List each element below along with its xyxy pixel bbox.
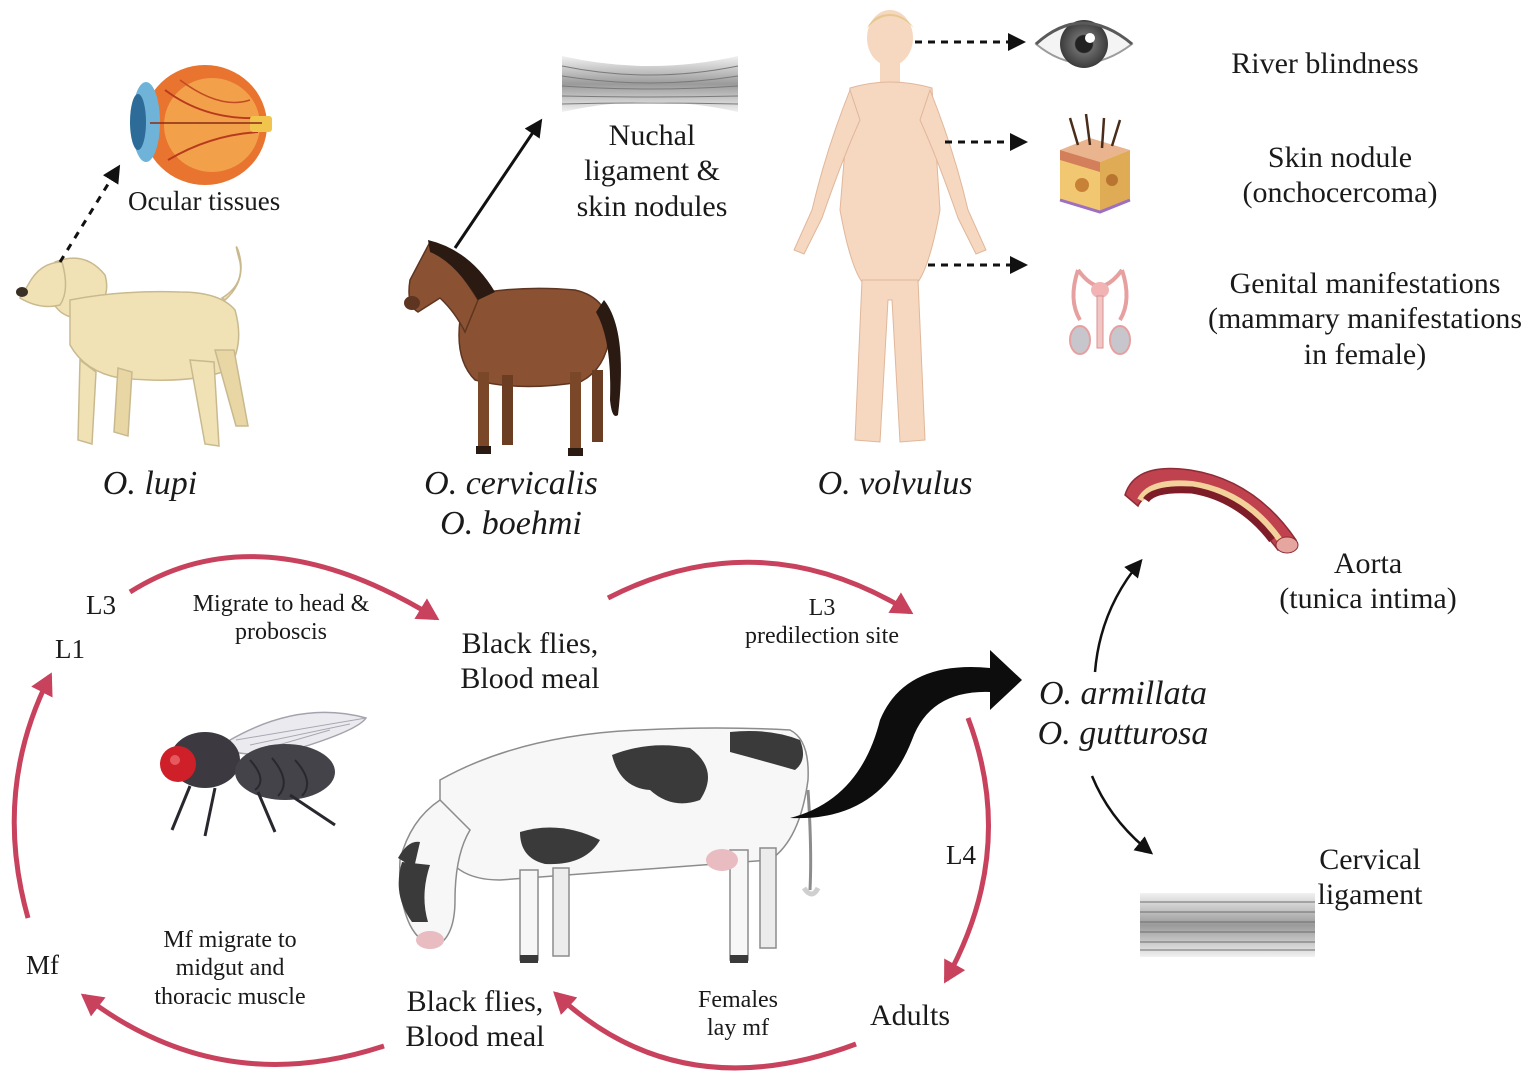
cervical-line-2: ligament (1317, 878, 1423, 912)
o-volvulus-species-label: O. volvulus (817, 465, 973, 502)
eyeball-anatomy-icon (130, 65, 272, 185)
genital-line-2: (mammary manifestations (1207, 302, 1523, 336)
horse-to-ligament-arrow (453, 118, 543, 249)
skin-cross-section-icon (1059, 113, 1131, 214)
black-flies-top-line-2: Blood meal (460, 662, 600, 696)
cervical-line-1: Cervical (1319, 843, 1421, 876)
dog-to-eye-dashed-arrow (58, 164, 121, 263)
mf-migrate-line-3: thoracic muscle (154, 983, 306, 1010)
skin-nodule-line-2: (onchocercoma) (1242, 176, 1438, 210)
cattle-species-label: O. armillata O. gutturosa (1018, 674, 1228, 754)
stage-l1-label: L1 (55, 634, 85, 664)
o-lupi-species-label: O. lupi (102, 465, 198, 502)
predilection-line-2: predilection site (745, 623, 899, 650)
o-cervicalis-species: O. cervicalis (424, 465, 598, 502)
migrate-head-line-1: Migrate to head & (192, 591, 370, 617)
horse-species-label: O. cervicalis O. boehmi (400, 464, 622, 544)
cervical-ligament-label: Cervical ligament (1300, 842, 1440, 913)
nuchal-ligament-icon (561, 56, 739, 112)
migrate-head-line-2: proboscis (235, 619, 327, 646)
cycle-arrow-l4-to-adults (943, 717, 991, 984)
skin-nodule-line-1: Skin nodule (1267, 141, 1413, 174)
o-boehmi-species: O. boehmi (440, 505, 582, 543)
life-cycle-arrows (11, 554, 991, 1071)
o-gutturosa-species: O. gutturosa (1037, 715, 1209, 753)
genital-manifestations-label: Genital manifestations (mammary manifest… (1200, 266, 1530, 372)
females-lay-line-2: lay mf (707, 1015, 769, 1042)
nuchal-line-3: skin nodules (576, 189, 728, 223)
migrate-to-head-label: Migrate to head & proboscis (176, 590, 386, 647)
human-eye-icon (1034, 20, 1134, 68)
dog-illustration (16, 246, 249, 447)
male-reproductive-icon (1069, 268, 1131, 355)
black-flies-top-line-1: Black flies, (461, 627, 599, 660)
l3-predilection-site-label: L3 predilection site (730, 594, 914, 651)
aorta-vessel-icon (1124, 467, 1299, 554)
o-armillata-species: O. armillata (1038, 675, 1208, 712)
human-body-illustration (793, 10, 987, 443)
stage-l3-top-label: L3 (86, 590, 116, 620)
aorta-line-1: Aorta (1333, 547, 1403, 580)
stage-mf-label: Mf (26, 950, 59, 980)
black-flies-bottom-line-1: Black flies, (406, 985, 544, 1018)
genital-line-1: Genital manifestations (1229, 267, 1501, 300)
mf-migrate-label: Mf migrate to midgut and thoracic muscle (140, 926, 320, 1011)
cow-to-species-arrow (790, 650, 1022, 819)
stage-l4-label: L4 (946, 840, 976, 870)
black-flies-blood-meal-top-label: Black flies, Blood meal (440, 626, 620, 697)
aorta-line-2: (tunica intima) (1279, 582, 1457, 616)
horse-illustration (404, 240, 621, 456)
cycle-arrow-black-flies-to-predilection (606, 559, 914, 615)
black-flies-bottom-line-2: Blood meal (405, 1020, 545, 1054)
species-to-aorta-arrow (1093, 558, 1143, 673)
nuchal-ligament-label: Nuchal ligament & skin nodules (572, 118, 732, 224)
nuchal-line-1: Nuchal (608, 119, 696, 152)
cow-illustration (398, 727, 821, 963)
females-lay-mf-label: Females lay mf (676, 986, 800, 1043)
nuchal-line-2: ligament & (584, 154, 720, 188)
females-lay-line-1: Females (698, 987, 778, 1013)
genital-line-3: in female) (1303, 337, 1427, 371)
species-to-cervical-arrow (1090, 775, 1154, 855)
stage-adults-label: Adults (870, 999, 951, 1032)
mf-migrate-line-2: midgut and (175, 955, 285, 982)
aorta-label: Aorta (tunica intima) (1268, 546, 1468, 617)
skin-nodule-label: Skin nodule (onchocercoma) (1210, 140, 1470, 211)
cycle-arrow-mf-to-l1 (11, 672, 53, 919)
river-blindness-label: River blindness (1231, 47, 1419, 80)
ocular-tissues-label: Ocular tissues (128, 186, 281, 216)
cervical-ligament-icon (1140, 893, 1315, 957)
mf-migrate-line-1: Mf migrate to (163, 927, 297, 953)
cycle-arrow-black-flies-to-mf (80, 993, 385, 1067)
black-fly-illustration (160, 711, 368, 837)
cycle-arrow-l3-to-black-flies (128, 554, 440, 621)
black-flies-blood-meal-bottom-label: Black flies, Blood meal (390, 984, 560, 1055)
cycle-arrow-adults-to-black-flies (553, 991, 857, 1071)
predilection-line-1: L3 (808, 595, 836, 621)
